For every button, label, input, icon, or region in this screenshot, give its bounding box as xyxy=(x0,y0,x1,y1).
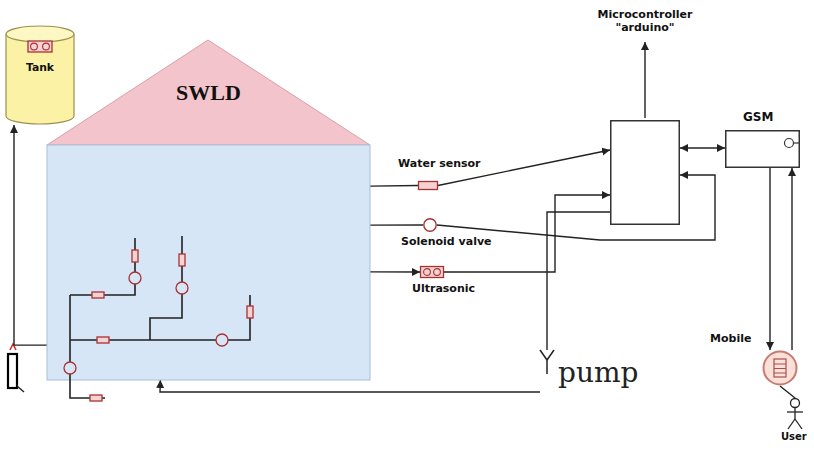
node-label: Water sensor xyxy=(398,157,481,170)
solenoid-valve: Solenoid valve xyxy=(423,218,437,232)
user-figure: User xyxy=(786,398,804,430)
water-tank: Tank xyxy=(4,25,76,125)
water-sensor: Water sensor xyxy=(418,181,438,190)
pipe-stub xyxy=(17,386,24,392)
connector xyxy=(370,271,420,273)
node-label: SWLD xyxy=(47,80,370,106)
node-label: Ultrasonic xyxy=(412,282,475,295)
connector xyxy=(769,168,770,350)
connector xyxy=(680,147,725,148)
connector xyxy=(160,380,540,392)
ultrasonic-sensor: Ultrasonic xyxy=(420,266,444,278)
node-label: Microcontroller "arduino" xyxy=(585,8,705,34)
node-label: Solenoid valve xyxy=(401,235,492,248)
node-label: User xyxy=(781,431,807,442)
connector xyxy=(370,224,423,226)
connector xyxy=(791,168,792,350)
gsm-module-shape xyxy=(725,130,800,168)
meter-symbol xyxy=(8,354,17,388)
mobile-phone-shape xyxy=(762,350,798,386)
microcontroller-box-shape xyxy=(610,120,680,225)
pump: pump xyxy=(540,350,660,398)
connector xyxy=(780,386,795,398)
microcontroller-box: Microcontroller "arduino" xyxy=(610,120,680,225)
connector xyxy=(370,185,418,187)
user-figure-shape xyxy=(786,398,804,430)
water-sensor-shape xyxy=(418,181,438,190)
house-outline: SWLD xyxy=(47,38,370,380)
connector xyxy=(14,125,47,345)
connector xyxy=(547,212,610,350)
gsm-module: GSM xyxy=(725,130,800,168)
node-label: Mobile xyxy=(710,332,751,345)
mobile-phone: Mobile xyxy=(762,350,798,386)
node-label: Tank xyxy=(4,61,76,74)
connector xyxy=(444,195,610,272)
node-label: GSM xyxy=(743,110,773,124)
node-label: pump xyxy=(558,356,638,389)
label-pointer xyxy=(644,42,645,118)
water-tank-shape xyxy=(4,25,76,125)
ultrasonic-sensor-shape xyxy=(420,266,444,278)
solenoid-valve-shape xyxy=(423,218,437,232)
